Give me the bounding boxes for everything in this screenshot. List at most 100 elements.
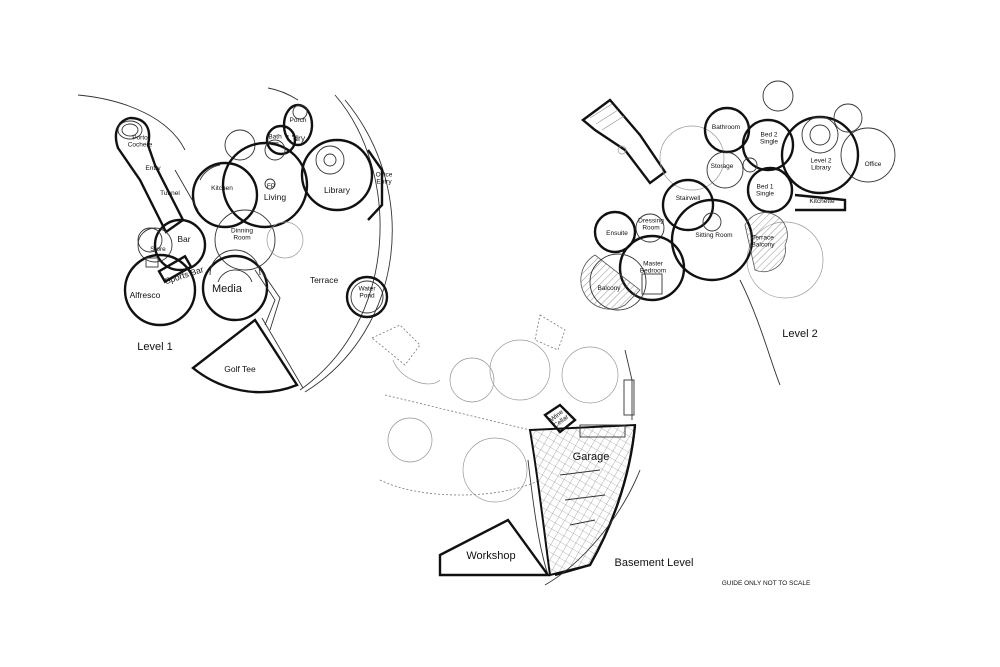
basement-faint-circle-2 — [449, 357, 495, 403]
room-label-workshop: Workshop — [466, 550, 515, 562]
library-spiral-inner — [809, 124, 831, 146]
garage-outer-curve — [554, 424, 637, 577]
storage-wall — [706, 151, 744, 189]
porto-cochere-ring-inner — [121, 123, 139, 137]
office-entry-wall — [367, 149, 384, 221]
level1-boundary-arc — [77, 94, 186, 151]
garage-stairs — [579, 424, 626, 438]
room-label-golf-tee: Golf Tee — [224, 364, 256, 374]
alfresco-wall — [123, 253, 197, 327]
porto-cochere-ring — [117, 120, 143, 140]
room-label-porch: Porch — [290, 117, 307, 124]
ensuite-wall — [593, 210, 637, 254]
level2-faint-circle — [659, 125, 725, 191]
room-label-fp: FP — [267, 183, 275, 190]
kitchen-counter — [199, 164, 221, 181]
level2-tower-post — [617, 145, 627, 155]
sitting-table — [702, 212, 722, 232]
library-wall — [300, 138, 374, 212]
room-label-terrace: Terrace — [310, 275, 339, 285]
balcony-wall — [589, 253, 647, 311]
bath-wall — [264, 139, 286, 161]
media-steps — [254, 269, 276, 326]
room-label-library: Library — [324, 185, 351, 195]
store-room-wall — [137, 227, 173, 263]
bed2-wall — [741, 118, 795, 172]
basement-faint-circle-4 — [561, 346, 619, 404]
basement-dashed-detail — [534, 314, 566, 351]
level2-curve-line — [739, 279, 781, 386]
basement-dashed-arc — [379, 479, 541, 496]
media-steps-2 — [257, 265, 281, 331]
wine-cellar-wall — [543, 403, 577, 434]
circle-detail — [137, 227, 163, 253]
laundry-wall — [265, 124, 297, 156]
level2-plan — [580, 80, 896, 386]
level1-outer-arc-2 — [304, 99, 393, 393]
dining-wall — [214, 209, 276, 271]
room-label-tunnel: Tunnel — [160, 190, 180, 197]
store-shelf — [145, 257, 159, 268]
room-label-laundry: L'dry — [287, 133, 306, 143]
level2-title: Level 2 — [782, 328, 817, 340]
room-label-bathroom: Bathroom — [712, 124, 740, 131]
level1-boundary-arc — [267, 87, 299, 101]
basement-title: Basement Level — [615, 557, 694, 569]
scale-note: GUIDE ONLY NOT TO SCALE — [722, 580, 811, 587]
master-bedroom-wall — [618, 234, 686, 302]
basement-ramp-edge — [624, 349, 633, 420]
basement-dashed-line — [384, 394, 531, 431]
level2-library-wall — [780, 115, 860, 195]
basement-plan — [371, 314, 641, 586]
dining-alcove — [266, 221, 304, 259]
kitchette-wall — [794, 193, 847, 212]
basement-faint-arc — [392, 359, 441, 385]
office-alcove — [833, 103, 863, 133]
living-wall — [221, 141, 309, 229]
room-label-balcony: Balcony — [597, 285, 621, 292]
library-stair — [315, 145, 345, 175]
basement-faint-circle-5 — [462, 437, 528, 503]
room-label-garage: Garage — [573, 451, 610, 463]
level1-plan — [77, 87, 393, 394]
fireplace-mark — [264, 178, 276, 190]
garage-outer-curve-2 — [544, 469, 641, 586]
level2-tower-treads — [589, 103, 625, 131]
kitchen-wall — [191, 161, 259, 229]
garage-inner-curve — [527, 459, 549, 576]
balcony-hatch — [580, 254, 641, 310]
dressing-wall — [635, 213, 665, 243]
bed2-lantern — [762, 80, 794, 112]
basement-dashed-tower — [371, 324, 421, 366]
water-pond-wall — [345, 275, 389, 319]
room-label-bar: Bar — [177, 234, 190, 244]
room-label-sitting: Sitting Room — [695, 232, 732, 239]
room-label-entry: Entry — [145, 165, 161, 172]
library-stair-core — [323, 153, 337, 167]
room-label-storage: Storage — [711, 163, 734, 170]
office-wall — [840, 127, 896, 183]
workshop-wall — [438, 518, 551, 577]
bed1-wall — [746, 166, 794, 214]
bar-room-wall — [153, 218, 207, 272]
garage-car-bays — [559, 469, 606, 526]
level1-title: Level 1 — [137, 341, 172, 353]
room-label-store: Store — [150, 246, 166, 253]
level2-tower-wall — [581, 98, 667, 185]
stairwell-wall — [661, 178, 715, 232]
room-label-stairwell: Stairwell — [676, 195, 701, 202]
room-label-office: Office — [865, 161, 882, 168]
